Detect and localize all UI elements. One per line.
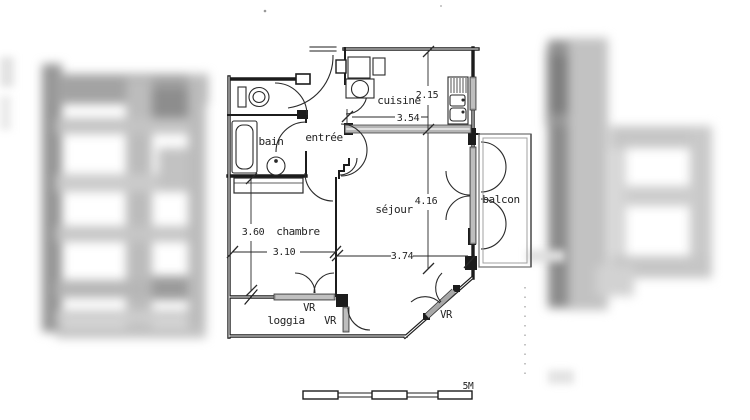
chambre-window-arc-right bbox=[313, 272, 335, 294]
dimension-chambre-depth: 3.60 bbox=[242, 227, 265, 238]
windows bbox=[273, 76, 477, 333]
kitchen-sink-unit bbox=[447, 76, 469, 125]
shutter-label-loggia-sejour-window: VR bbox=[324, 315, 337, 327]
blur-block bbox=[56, 226, 206, 242]
loggia-door-arc bbox=[347, 307, 371, 331]
blur-block bbox=[56, 118, 206, 134]
blur-block bbox=[568, 38, 608, 310]
dimension-chambre-width: 3.10 bbox=[273, 247, 296, 258]
blur-block bbox=[56, 326, 206, 338]
dimension-cuisine-width: 3.54 bbox=[397, 113, 420, 124]
chambre-window-arc-left bbox=[294, 272, 316, 294]
room-label-bain: bain bbox=[259, 135, 284, 148]
blur-block bbox=[152, 276, 194, 300]
diagonal-window-arc-a bbox=[435, 272, 443, 303]
dimension-ticks bbox=[226, 45, 476, 297]
doors bbox=[274, 54, 507, 331]
balcony-outline bbox=[478, 133, 532, 268]
room-labels: cuisine bain entrée séjour chambre balco… bbox=[242, 90, 520, 327]
scan-artifacts bbox=[263, 5, 526, 375]
room-label-balcon: balcon bbox=[482, 193, 519, 206]
front-door-arc bbox=[287, 54, 334, 109]
balcony-leaf-arc-upper bbox=[480, 141, 507, 193]
blur-block bbox=[56, 310, 204, 324]
room-label-cuisine: cuisine bbox=[377, 94, 421, 107]
blur-block bbox=[690, 126, 712, 278]
chambre-door-arc bbox=[304, 172, 334, 202]
scale-bar: 5M bbox=[302, 381, 474, 400]
balcony-door-arc-lower bbox=[445, 195, 471, 221]
room-label-loggia: loggia bbox=[267, 314, 304, 327]
room-label-sejour: séjour bbox=[375, 203, 413, 216]
scan-smudge bbox=[0, 57, 14, 87]
washbasin bbox=[266, 156, 286, 176]
dimension-sejour-width: 3.74 bbox=[391, 251, 414, 262]
walls bbox=[226, 46, 480, 340]
scale-bar-label: 5M bbox=[463, 381, 474, 392]
shutter-label-sejour-diagonal-window: VR bbox=[440, 309, 453, 321]
blur-block bbox=[610, 126, 706, 148]
wc-door-arc bbox=[274, 82, 308, 116]
balcony-door-arc-upper bbox=[445, 170, 471, 196]
diagonal-window-arc-b bbox=[410, 296, 441, 304]
sejour-door-arc-small bbox=[339, 157, 358, 176]
scan-smudge bbox=[0, 96, 11, 130]
wardrobe bbox=[233, 177, 304, 194]
blur-block bbox=[610, 256, 710, 278]
dimension-lines bbox=[226, 45, 476, 297]
blur-block bbox=[610, 148, 626, 256]
balcony-leaf-arc-lower bbox=[480, 198, 507, 250]
scan-smudge bbox=[527, 250, 565, 262]
toilet bbox=[237, 86, 270, 108]
blur-block bbox=[188, 74, 206, 336]
dimension-cuisine-depth: 2.15 bbox=[416, 90, 439, 101]
blurred-right-plan bbox=[544, 38, 716, 314]
blurred-left-plan bbox=[40, 56, 214, 340]
shutter-label-chambre-loggia-window: VR bbox=[303, 302, 316, 314]
scan-smudge bbox=[548, 370, 574, 384]
dimension-sejour-depth: 4.16 bbox=[415, 196, 438, 207]
room-label-entree: entrée bbox=[305, 131, 342, 144]
sejour-door-arc bbox=[340, 123, 368, 177]
room-label-chambre: chambre bbox=[276, 225, 320, 238]
kitchen-appliances bbox=[345, 56, 386, 99]
blur-block bbox=[596, 266, 634, 296]
bathtub bbox=[231, 120, 258, 174]
blur-block bbox=[610, 186, 696, 206]
bath-door-arc bbox=[275, 121, 307, 153]
fixtures bbox=[231, 56, 469, 194]
